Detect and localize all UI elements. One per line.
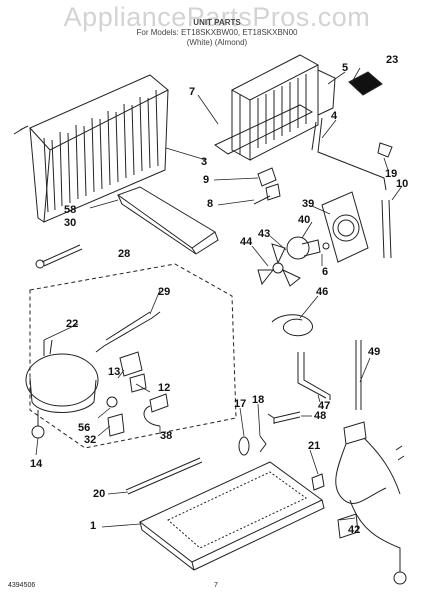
callout-17: 17 [234, 398, 247, 410]
page-number: 7 [214, 582, 218, 589]
callout-30: 30 [64, 217, 77, 229]
filter-drier [95, 311, 161, 353]
drain-tube [381, 199, 392, 259]
clip [377, 142, 393, 158]
compressor-assembly-box [29, 263, 237, 449]
callout-38: 38 [160, 430, 173, 442]
callout-5: 5 [342, 62, 349, 74]
callout-32: 32 [84, 434, 97, 446]
diagram-title: UNIT PARTS [193, 18, 241, 27]
insulation-pad [348, 71, 383, 96]
callout-10: 10 [396, 178, 409, 190]
callout-43: 43 [258, 228, 271, 240]
coil-tube [271, 314, 331, 400]
wire-harness-small [143, 393, 169, 427]
callout-9: 9 [203, 174, 210, 186]
callout-21: 21 [308, 440, 321, 452]
base-pan [139, 461, 325, 571]
callout-47: 47 [318, 400, 331, 412]
fan-shroud [321, 191, 369, 263]
watermark: AppliancePartsPros.com [63, 2, 371, 32]
callout-13: 13 [108, 366, 121, 378]
bolt [267, 411, 301, 424]
callout-23: 23 [386, 54, 399, 66]
capacitor [106, 396, 125, 437]
main-wire-harness [335, 421, 407, 585]
callout-8: 8 [207, 198, 214, 210]
heater-tube [311, 117, 387, 191]
callout-20: 20 [93, 488, 106, 500]
callout-12: 12 [158, 382, 171, 394]
callout-58: 58 [64, 204, 77, 216]
callout-1: 1 [90, 520, 97, 532]
callout-4: 4 [331, 110, 338, 122]
diagram-models: For Models: ET18SKXBW00, ET18SKXBN00 [136, 28, 298, 37]
grommet [238, 435, 267, 456]
callout-42: 42 [348, 524, 361, 536]
screw [35, 244, 83, 269]
callout-18: 18 [252, 394, 265, 406]
fan-blade [257, 243, 301, 287]
callout-14: 14 [30, 458, 43, 470]
relay [119, 351, 147, 393]
callout-7: 7 [189, 86, 196, 98]
callout-29: 29 [158, 286, 171, 298]
callout-22: 22 [66, 318, 79, 330]
power-cord-tube [355, 340, 362, 410]
doc-number: 4394506 [8, 582, 36, 589]
evaporator-coil [214, 54, 336, 161]
thermostat [253, 183, 281, 205]
callout-49: 49 [368, 346, 381, 358]
callout-44: 44 [240, 236, 253, 248]
leader-lines [35, 67, 403, 528]
compressor [25, 339, 99, 439]
fan-motor [286, 236, 330, 260]
callout-3: 3 [201, 156, 208, 168]
callout-46: 46 [316, 286, 329, 298]
callout-19: 19 [385, 168, 398, 180]
callout-28: 28 [118, 248, 131, 260]
condenser-coil [13, 74, 169, 223]
callout-39: 39 [302, 198, 315, 210]
callout-56: 56 [78, 422, 91, 434]
callout-48: 48 [314, 410, 327, 422]
callout-6: 6 [322, 266, 329, 278]
rod [125, 457, 203, 495]
bracket [257, 167, 277, 187]
callout-40: 40 [298, 214, 311, 226]
drain-tray [116, 186, 219, 255]
clamp [311, 473, 325, 491]
diagram-colors: (White) (Almond) [186, 38, 248, 47]
